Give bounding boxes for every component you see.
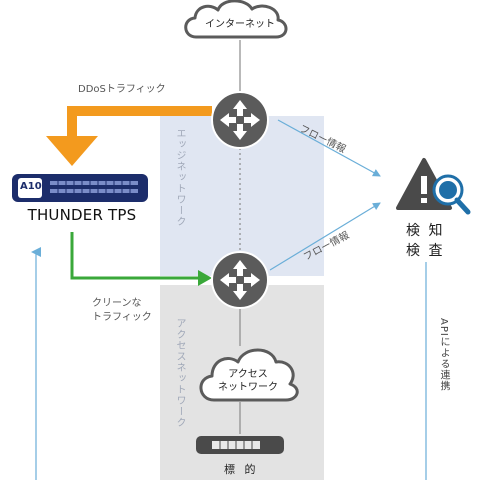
access-network-cloud-icon xyxy=(199,348,299,402)
edge-router-icon xyxy=(211,91,269,149)
flow-info-bottom-arrow xyxy=(269,202,381,271)
access-cloud-label-line2: ネットワーク xyxy=(218,382,278,393)
thunder-tps-device-icon xyxy=(12,174,148,202)
clean-traffic-line1: クリーンな xyxy=(92,298,142,309)
detection-alert-icon xyxy=(396,158,471,215)
ddos-traffic-label: DDoSトラフィック xyxy=(78,84,166,95)
clean-traffic-line2: トラフィック xyxy=(92,312,152,323)
thunder-tps-label: THUNDER TPS xyxy=(27,206,137,224)
access-cloud-label-line1: アクセス xyxy=(228,369,268,380)
a10-logo: A10 xyxy=(20,181,42,192)
internet-cloud-icon xyxy=(184,0,288,39)
clean-traffic-arrow xyxy=(70,232,212,286)
access-network-vertical-label: アクセスネットワーク xyxy=(174,318,185,428)
flow-info-top-arrow xyxy=(277,119,381,177)
target-device-icon xyxy=(196,436,284,454)
edge-network-label: エッジネットワーク xyxy=(174,128,185,227)
detection-label-line2: 検 査 xyxy=(406,243,445,259)
ddos-arrow xyxy=(46,106,212,166)
access-router-icon xyxy=(211,251,269,309)
target-label: 標 的 xyxy=(224,463,259,476)
detection-label-line1: 検 知 xyxy=(406,223,445,239)
api-integration-label: APIによる連携 xyxy=(438,318,449,392)
internet-label: インターネット xyxy=(205,19,275,30)
